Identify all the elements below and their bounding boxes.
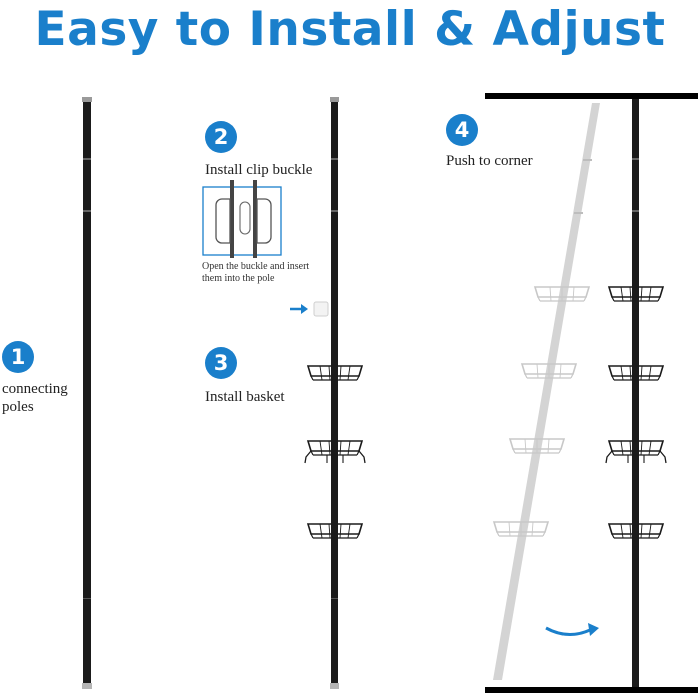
blue-curved-arrow-icon xyxy=(545,623,599,636)
pole-step-2-3 xyxy=(305,97,365,689)
floor-bar xyxy=(485,687,698,693)
step-3-badge: 3 xyxy=(205,347,237,379)
step-2-label: Install clip buckle xyxy=(205,162,313,178)
ceiling-bar xyxy=(485,93,698,99)
blue-arrow-right-icon xyxy=(290,304,308,314)
step-2-badge: 2 xyxy=(205,121,237,153)
step-2-note-line-2: them into the pole xyxy=(202,273,275,284)
step-3-label: Install basket xyxy=(205,389,285,405)
step-1-badge: 1 xyxy=(2,341,34,373)
step-4-label: Push to corner xyxy=(446,153,533,169)
step-2-note-line-1: Open the buckle and insert xyxy=(202,261,310,272)
step-1-label-line-1: connecting xyxy=(2,381,68,397)
pole-step-1 xyxy=(82,97,92,689)
step-1-label-line-2: poles xyxy=(2,399,34,415)
pole-step-4 xyxy=(606,99,666,687)
clip-buckle-diagram xyxy=(202,180,282,258)
page-title: Easy to Install & Adjust xyxy=(34,2,666,57)
step-4-badge: 4 xyxy=(446,114,478,146)
ghost-tilted-pole xyxy=(493,103,600,680)
